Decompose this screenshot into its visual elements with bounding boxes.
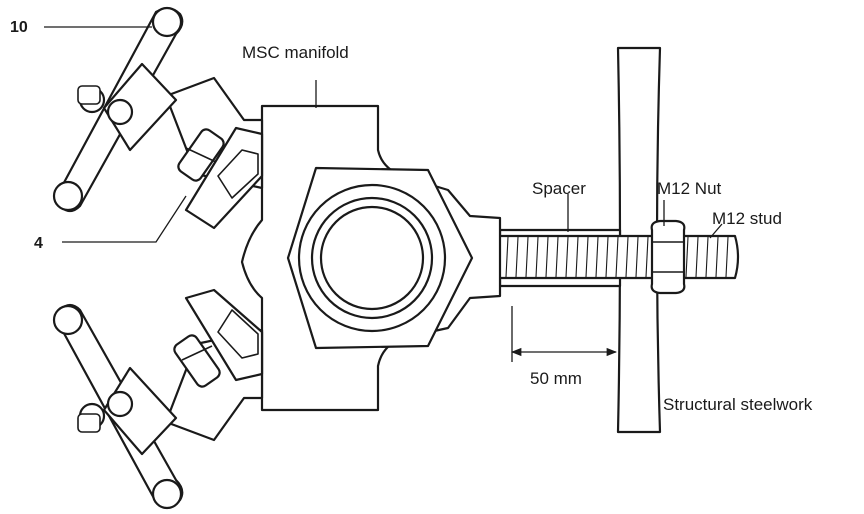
dimension-label: 50 mm: [530, 369, 582, 388]
m12-nut: [650, 219, 686, 295]
nut-label: M12 Nut: [657, 179, 722, 198]
manifold-bore: [297, 183, 447, 333]
lower-valve-assembly: [52, 288, 264, 510]
manifold-label: MSC manifold: [242, 43, 349, 62]
leader-lines: [44, 26, 723, 362]
spacer-label: Spacer: [532, 179, 586, 198]
stud-thread-lines: [475, 236, 729, 278]
steelwork-label: Structural steelwork: [663, 395, 813, 414]
item-4-label: 4: [34, 235, 43, 252]
upper-valve-assembly: [52, 6, 264, 230]
item-10-label: 10: [10, 19, 28, 36]
stud-label: M12 stud: [712, 209, 782, 228]
m12-stud: [458, 234, 740, 280]
